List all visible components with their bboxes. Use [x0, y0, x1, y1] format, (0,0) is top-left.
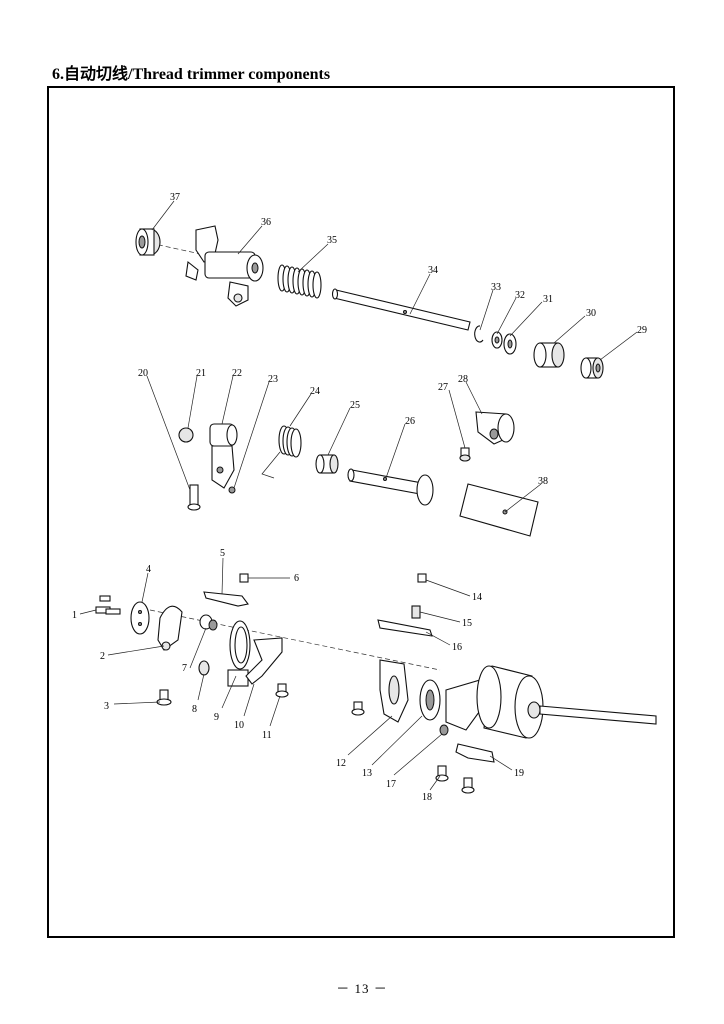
page-title: 6.自动切线/Thread trimmer components — [52, 66, 331, 83]
part-2-cam-lever — [157, 605, 183, 651]
part-20-screw — [187, 484, 201, 511]
part-25-bushing — [315, 454, 339, 474]
part-22-bracket — [209, 423, 238, 489]
solenoid-motor — [476, 665, 657, 739]
part-34-shaft — [331, 288, 471, 331]
callout-12: 12 — [336, 758, 346, 769]
part-6-screw — [239, 573, 249, 583]
callout-36: 36 — [261, 217, 271, 228]
callout-15: 15 — [462, 618, 472, 629]
callout-20: 20 — [138, 368, 148, 379]
callout-25: 25 — [350, 400, 360, 411]
callout-38: 38 — [538, 476, 548, 487]
callout-4: 4 — [146, 564, 151, 575]
callout-14: 14 — [472, 592, 482, 603]
part-26-flanged-shaft — [347, 468, 434, 506]
callout-5: 5 — [220, 548, 225, 559]
part-33-retaining-ring — [474, 325, 484, 343]
page-number: － 13 － — [336, 981, 388, 996]
callout-33: 33 — [491, 282, 501, 293]
callout-1: 1 — [72, 610, 77, 621]
part-30-collar — [533, 342, 565, 368]
part-23-pin — [228, 486, 236, 494]
callout-29: 29 — [637, 325, 647, 336]
part-29-collar — [580, 357, 604, 379]
callout-32: 32 — [515, 290, 525, 301]
part-16-blade — [377, 619, 433, 637]
part-35-spring — [277, 264, 322, 299]
part-31-washer — [503, 333, 517, 355]
callout-24: 24 — [310, 386, 320, 397]
part-7-bushing — [199, 614, 218, 631]
part-14-screw — [417, 573, 427, 583]
part-19-plate — [455, 743, 495, 763]
callout-6: 6 — [294, 573, 299, 584]
part-3-screw — [156, 689, 172, 706]
callout-18: 18 — [422, 792, 432, 803]
part-12-screw — [351, 701, 365, 716]
callout-3: 3 — [104, 701, 109, 712]
part-38-plate — [459, 483, 539, 537]
callout-10: 10 — [234, 720, 244, 731]
part-24-torsion-spring — [261, 425, 302, 479]
callout-37: 37 — [170, 192, 180, 203]
part-13-ring — [419, 679, 441, 721]
callout-22: 22 — [232, 368, 242, 379]
diagram-frame — [47, 86, 675, 938]
part-1-screws — [95, 595, 121, 615]
callout-28: 28 — [458, 374, 468, 385]
callout-19: 19 — [514, 768, 524, 779]
callout-17: 17 — [386, 779, 396, 790]
part-32-washer — [491, 331, 503, 349]
callout-26: 26 — [405, 416, 415, 427]
callout-31: 31 — [543, 294, 553, 305]
callout-8: 8 — [192, 704, 197, 715]
part-4-disc — [130, 601, 150, 635]
callout-13: 13 — [362, 768, 372, 779]
callout-23: 23 — [268, 374, 278, 385]
part-27-screw — [459, 447, 471, 462]
part-17-nut — [439, 724, 449, 736]
part-15-sleeve — [411, 605, 421, 619]
callout-30: 30 — [586, 308, 596, 319]
part-11-stud — [275, 683, 289, 698]
callout-34: 34 — [428, 265, 438, 276]
callout-9: 9 — [214, 712, 219, 723]
part-36-crank-arm — [185, 225, 264, 307]
motor-bracket — [445, 679, 483, 731]
callout-16: 16 — [452, 642, 462, 653]
part-28-cam-block — [475, 411, 515, 445]
callout-2: 2 — [100, 651, 105, 662]
callout-11: 11 — [262, 730, 272, 741]
part-37-bushing — [135, 228, 161, 256]
part-18-screws — [435, 765, 475, 794]
bottom-assembly-group — [95, 573, 657, 794]
shaft-assembly-group — [135, 225, 604, 379]
callout-21: 21 — [196, 368, 206, 379]
callout-numbers: 37 36 35 34 33 32 31 30 29 20 21 22 23 2… — [72, 192, 647, 803]
part-21-ball — [178, 427, 194, 443]
part-5-blade — [203, 591, 249, 607]
part-8-nut — [198, 660, 210, 676]
callout-27: 27 — [438, 382, 448, 393]
callout-7: 7 — [182, 663, 187, 674]
middle-assembly-group — [178, 411, 539, 537]
part-12-plate — [379, 659, 409, 723]
part-10-fork — [245, 637, 283, 685]
callout-leaders — [79, 200, 638, 791]
callout-35: 35 — [327, 235, 337, 246]
